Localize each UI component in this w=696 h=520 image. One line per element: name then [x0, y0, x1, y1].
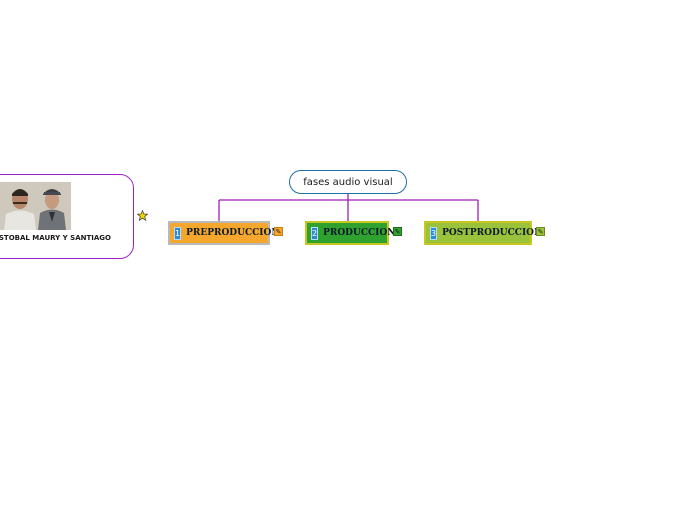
topic-number-badge: 3 — [430, 226, 438, 240]
branch-topic-preproduccion[interactable]: 1 PREPRODUCCION — [168, 221, 280, 245]
central-topic-label: fases audio visual — [303, 176, 393, 188]
branch-topic-label: PRODUCCION — [323, 228, 396, 238]
branch-topic-postproduccion[interactable]: 3 POSTPRODUCCION — [424, 221, 542, 245]
floating-topic[interactable]: STOBAL MAURY Y SANTIAGO — [0, 174, 134, 259]
topic-number-badge: 2 — [311, 226, 319, 240]
star-icon[interactable] — [137, 210, 148, 221]
photo-image — [0, 182, 71, 230]
note-icon[interactable]: ✎ — [274, 227, 283, 236]
central-topic[interactable]: fases audio visual — [289, 170, 407, 194]
note-icon[interactable]: ✎ — [393, 227, 402, 236]
topic-number-badge: 1 — [174, 226, 182, 240]
branch-topic-label: PREPRODUCCION — [186, 228, 280, 238]
note-icon[interactable]: ✎ — [536, 227, 545, 236]
branch-topic-label: POSTPRODUCCION — [442, 228, 543, 238]
floating-topic-label: STOBAL MAURY Y SANTIAGO — [0, 234, 111, 242]
branch-topic-produccion[interactable]: 2 PRODUCCION — [305, 221, 395, 245]
photo-two-men-image — [0, 182, 71, 230]
